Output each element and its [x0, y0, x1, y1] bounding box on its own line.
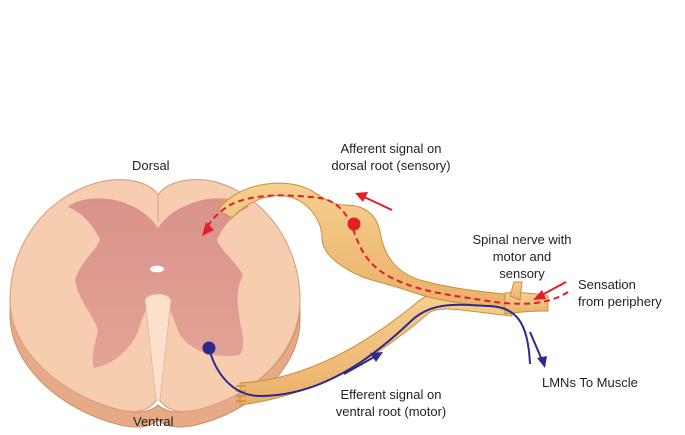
motor-pathway: [208, 303, 531, 398]
label-spinal-line2: motor and: [492, 249, 552, 264]
label-sensation-line1: Sensation: [578, 277, 636, 292]
label-lmn: LMNs To Muscle: [542, 375, 638, 390]
gray-matter: [68, 198, 249, 368]
label-efferent: Efferent signal on ventral root (motor): [316, 386, 466, 420]
label-efferent-line1: Efferent signal on: [340, 387, 442, 402]
afferent-direction-arrow: [355, 192, 393, 211]
label-efferent-line2: ventral root (motor): [335, 404, 447, 419]
label-ventral: Ventral: [133, 414, 174, 429]
label-dorsal: Dorsal: [132, 158, 170, 173]
motor-neuron-soma: [202, 341, 216, 355]
label-spinal-nerve: Spinal nerve with motor and sensory: [462, 231, 582, 282]
label-afferent: Afferent signal on dorsal root (sensory): [316, 140, 466, 174]
lmn-direction-arrow: [529, 331, 547, 368]
central-canal: [150, 265, 164, 273]
sensory-neuron-soma: [347, 217, 361, 231]
sensory-pathway-arrowhead: [202, 222, 214, 236]
label-afferent-line1: Afferent signal on: [340, 141, 442, 156]
label-spinal-line3: sensory: [499, 266, 545, 281]
label-afferent-line2: dorsal root (sensory): [331, 158, 451, 173]
label-spinal-line1: Spinal nerve with: [472, 232, 572, 247]
label-sensation-line2: from periphery: [578, 294, 662, 309]
ventral-median-fissure: [144, 293, 172, 401]
spinal-nerve-branch: [509, 281, 523, 301]
efferent-direction-arrow: [343, 352, 383, 375]
label-sensation: Sensation from periphery: [578, 276, 662, 310]
sensation-direction-arrow: [533, 281, 567, 300]
